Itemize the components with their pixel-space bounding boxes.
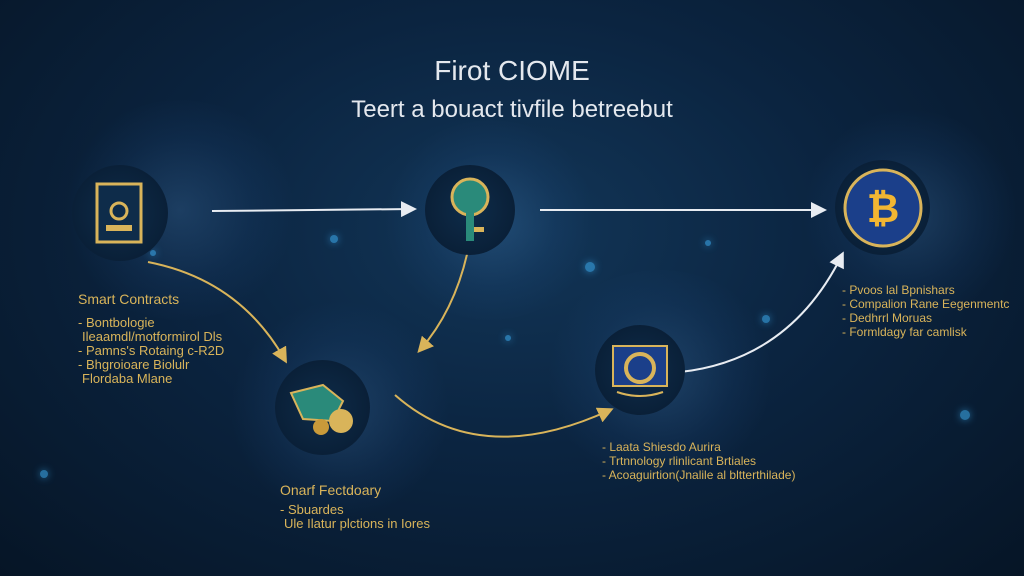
ring-node[interactable] <box>595 325 685 415</box>
list-item: - Bontbologie <box>78 315 155 330</box>
scaling-label: - Laata Shiesdo Aurira - Trtnnology rlin… <box>602 440 795 482</box>
list-item: - Laata Shiesdo Aurira <box>602 440 721 454</box>
list-item: - Pvoos lal Bpnishars <box>842 283 955 297</box>
bitcoin-icon: ₿ <box>843 168 922 247</box>
document-icon <box>95 182 143 244</box>
list-item: Ileaamdl/motformirol Dls <box>82 329 223 344</box>
page-title: Firot CIOME <box>434 55 590 86</box>
svg-text:₿: ₿ <box>866 187 899 231</box>
arrow-contracts-to-puzzle <box>147 261 287 364</box>
ring-seal-icon <box>612 345 668 397</box>
arrow-key-to-puzzle <box>417 249 469 354</box>
identity-label: Onarf Fectdoary - Sbuardes Ule Ilatur pl… <box>280 483 430 531</box>
list-item: Flordaba Mlane <box>82 371 173 386</box>
list-item: - Acoaguirtion(Jnalile al bltterthilade) <box>602 468 796 482</box>
page-subtitle: Teert a bouact tivfile betreebut <box>351 96 673 123</box>
arrow-puzzle-to-ring <box>394 394 614 438</box>
list-item: - Sbuardes <box>280 502 344 517</box>
key-icon <box>450 177 490 241</box>
list-item: - Bhgroioare Biolulr <box>78 357 190 372</box>
list-item: Ule Ilatur plctions in Iores <box>284 516 430 531</box>
list-item: - Compalion Rane Eegenmentc <box>842 297 1010 311</box>
list-item: - Pamns's Rotaing c-R2D <box>78 343 225 358</box>
list-item: - Trtnnology rlinlicant Brtiales <box>602 454 757 468</box>
puzzle-coins-icon <box>289 383 353 435</box>
smart-contracts-label: Smart Contracts - Bontbologie Ileaamdl/m… <box>78 292 224 386</box>
smart-contract-node[interactable] <box>72 165 168 261</box>
node-title: Smart Contracts <box>78 291 180 307</box>
puzzle-node[interactable] <box>275 360 370 455</box>
bitcoin-node[interactable]: ₿ <box>835 160 930 255</box>
node-title: Onarf Fectdoary <box>280 482 382 498</box>
arrow-ring-to-bitcoin <box>679 251 844 373</box>
bitcoin-label: - Pvoos lal Bpnishars - Compalion Rane E… <box>842 283 1009 339</box>
list-item: - Dedhrrl Moruas <box>842 311 933 325</box>
list-item: - Formldagy far camlisk <box>842 325 967 339</box>
identity-key-node[interactable] <box>425 165 515 255</box>
arrow-contracts-to-identity-key <box>211 201 417 218</box>
